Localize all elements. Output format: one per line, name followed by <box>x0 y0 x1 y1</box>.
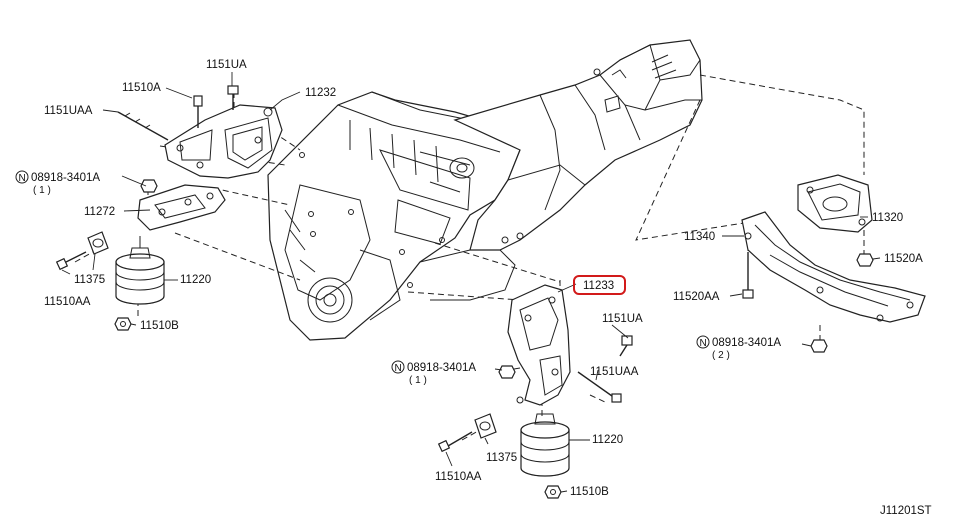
svg-text:N: N <box>19 173 26 184</box>
label-11340: 11340 <box>684 231 715 243</box>
label-08918-mid: 08918-3401A <box>407 362 476 374</box>
label-11233: 11233 <box>583 280 614 292</box>
diagram-code: J11201ST <box>880 505 932 517</box>
label-11375-bottom: 11375 <box>486 452 517 464</box>
label-11510a: 11510A <box>122 82 161 94</box>
label-11510aa-bottom: 11510AA <box>435 471 482 483</box>
highlight-11233 <box>573 275 626 295</box>
right-bolts-and-nuts <box>437 335 633 499</box>
washer-symbol-mid: N <box>391 360 405 374</box>
label-11510b-bottom: 11510B <box>570 486 609 498</box>
part-labels: 1151UA 11510A 1151UAA 11232 N 08918-3401… <box>15 59 932 517</box>
label-1151uaa-top: 1151UAA <box>44 105 93 117</box>
right-stopper-11375 <box>474 413 497 439</box>
label-11520aa: 11520AA <box>673 291 720 303</box>
label-11220-bottom: 11220 <box>592 434 623 446</box>
left-bolts-and-nuts <box>55 85 239 331</box>
label-08918-right: 08918-3401A <box>712 337 781 349</box>
right-insulator-11220 <box>520 413 570 477</box>
label-11272: 11272 <box>84 206 115 218</box>
left-mount-bracket-11232 <box>164 104 283 179</box>
label-11375-top: 11375 <box>74 274 105 286</box>
label-08918-mid-qty: ( 1 ) <box>409 375 427 386</box>
label-11220-top: 11220 <box>180 274 211 286</box>
label-08918-top: 08918-3401A <box>31 172 100 184</box>
label-11320: 11320 <box>872 212 903 224</box>
washer-symbol-top: N <box>15 170 29 184</box>
label-1151uaa-bottom: 1151UAA <box>590 366 639 378</box>
left-insulator-11220 <box>115 236 165 305</box>
label-11520a: 11520A <box>884 253 923 265</box>
label-1151ua-bottom: 1151UA <box>602 313 643 325</box>
left-mount-bracket-11272 <box>137 184 226 231</box>
label-08918-top-qty: ( 1 ) <box>33 185 51 196</box>
washer-symbol-right: N <box>696 335 710 349</box>
svg-text:N: N <box>700 338 707 349</box>
left-stopper-11375 <box>87 231 109 255</box>
svg-text:N: N <box>395 363 402 374</box>
label-11232: 11232 <box>305 87 336 99</box>
label-1151ua-top: 1151UA <box>206 59 247 71</box>
label-08918-right-qty: ( 2 ) <box>712 350 730 361</box>
label-11510aa-top: 11510AA <box>44 296 91 308</box>
transmission <box>453 39 703 251</box>
rear-insulator-11320 <box>797 174 873 233</box>
right-mount-bracket-11233 <box>507 284 571 406</box>
engine-block <box>267 91 521 341</box>
rear-bolts-and-nuts <box>742 252 874 353</box>
label-11510b-top: 11510B <box>140 320 179 332</box>
rear-crossmember-11340 <box>741 211 926 323</box>
